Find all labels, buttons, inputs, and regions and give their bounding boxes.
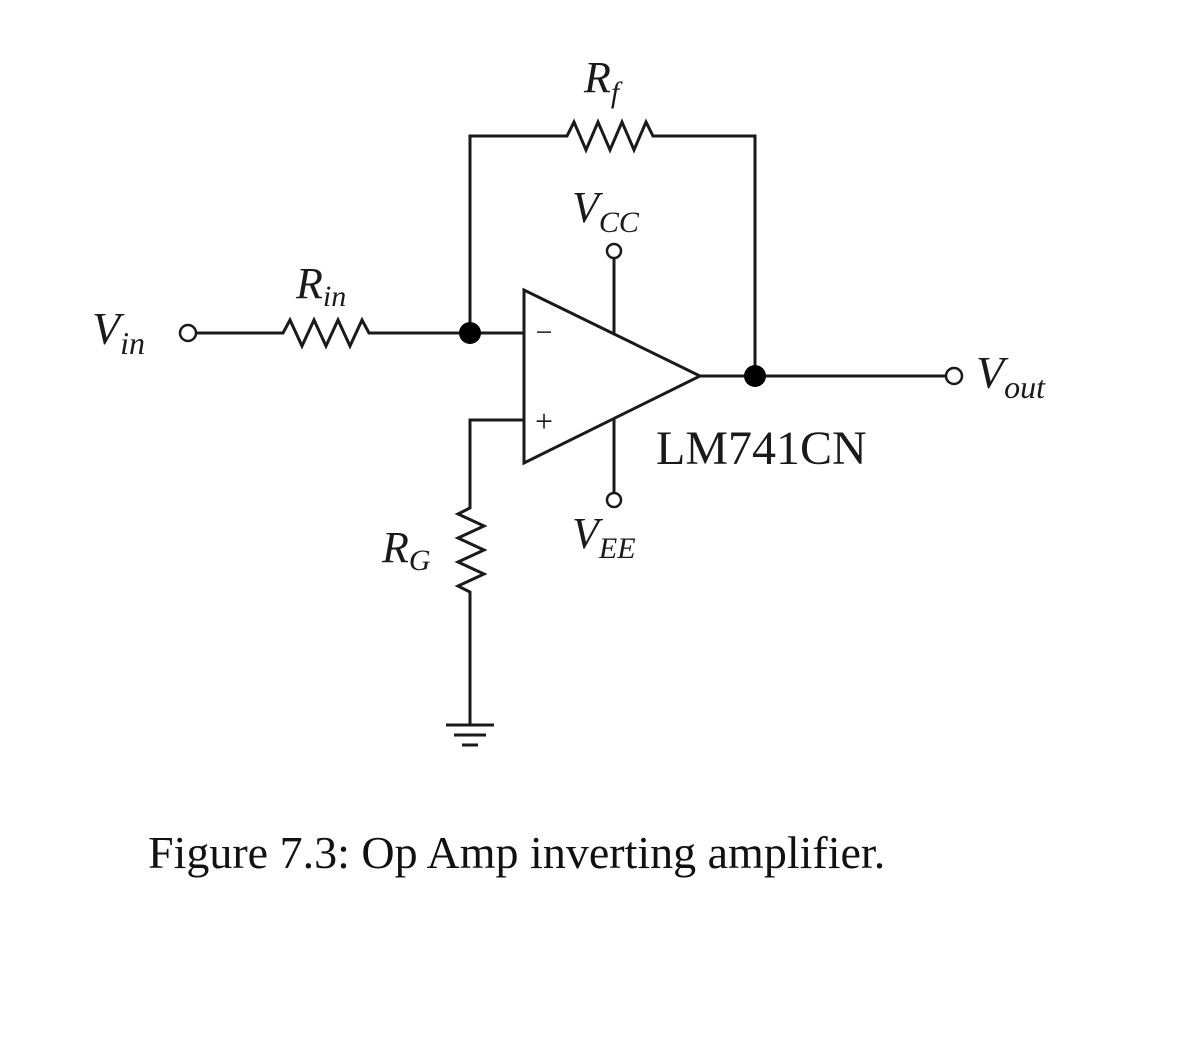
rin-label: Rin [295, 259, 346, 313]
vee-terminal [605, 491, 623, 509]
input-wire [196, 316, 470, 350]
figure-caption: Figure 7.3: Op Amp inverting amplifier. [148, 827, 885, 878]
vout-terminal [944, 366, 964, 386]
opamp-part-label: LM741CN [656, 422, 867, 475]
opamp-minus-sign: − [536, 316, 553, 349]
opamp-plus-sign: + [535, 403, 553, 439]
vout-label: Vout [976, 347, 1046, 405]
rg-branch-wire [454, 418, 524, 725]
ground-symbol [446, 723, 494, 747]
output-node-junction [744, 365, 766, 387]
vin-terminal [178, 323, 198, 343]
rf-label: Rf [583, 53, 623, 109]
inverting-node-junction [459, 322, 481, 344]
rg-label: RG [381, 523, 431, 577]
vee-label: VEE [572, 509, 636, 565]
feedback-wire [468, 118, 757, 375]
vcc-label: VCC [572, 183, 640, 239]
vin-label: Vin [92, 303, 145, 361]
vcc-terminal [605, 242, 623, 260]
opamp-triangle [522, 287, 704, 466]
